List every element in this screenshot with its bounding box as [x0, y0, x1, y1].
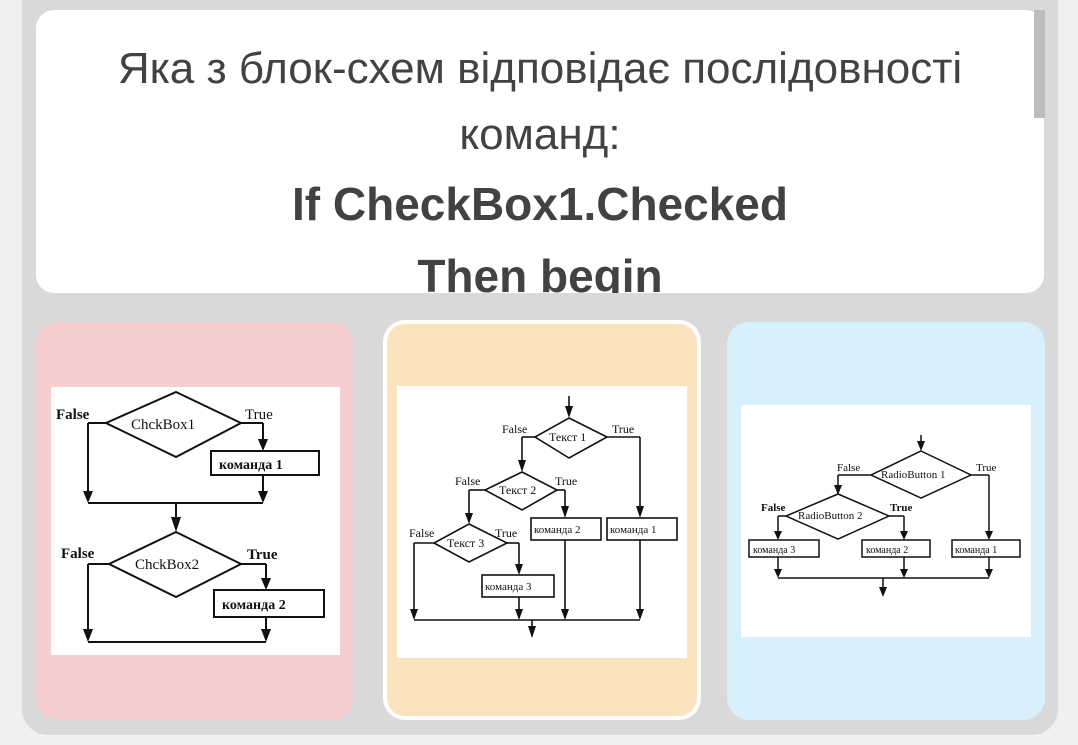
question-text-line1: Яка з блок-схем відповідає послідовності [117, 44, 963, 93]
condition-label: RadioButton 1 [881, 469, 945, 481]
condition-label: Текст 2 [499, 483, 536, 497]
true-label: True [612, 422, 634, 436]
false-label: False [761, 502, 786, 514]
command-label: команда 1 [219, 458, 283, 473]
false-label: False [56, 407, 90, 423]
command-label: команда 2 [534, 524, 580, 536]
command-label: команда 2 [222, 598, 286, 613]
question-code-line2: Then begin [417, 250, 663, 293]
command-label: команда 3 [485, 581, 532, 593]
answer-option-a[interactable]: False True ChckBox1 команда 1 False True… [36, 322, 354, 720]
condition-label: ChckBox1 [131, 417, 195, 433]
question-card: Яка з блок-схем відповідає послідовності… [36, 10, 1044, 293]
condition-label: Текст 3 [447, 536, 484, 550]
condition-label: ChckBox2 [135, 557, 199, 573]
answer-option-b[interactable]: False True Текст 1 False True Текст 2 Fa… [383, 320, 701, 720]
condition-label: RadioButton 2 [798, 510, 862, 522]
true-label: True [890, 502, 913, 514]
false-label: False [455, 474, 480, 488]
false-label: False [61, 546, 95, 562]
flowchart-c: False True RadioButton 1 False True Radi… [748, 435, 1021, 597]
false-label: False [502, 422, 527, 436]
false-label: False [409, 526, 434, 540]
command-label: команда 1 [610, 524, 656, 536]
flowchart-b: False True Текст 1 False True Текст 2 Fa… [409, 396, 678, 638]
true-label: True [245, 407, 273, 423]
flowchart-a: False True ChckBox1 команда 1 False True… [56, 390, 325, 643]
answer-option-c[interactable]: False True RadioButton 1 False True Radi… [727, 322, 1045, 720]
command-label: команда 3 [753, 545, 795, 556]
question-scrollbar[interactable] [1034, 10, 1045, 118]
flowchart-image-c: False True RadioButton 1 False True Radi… [741, 405, 1031, 637]
command-label: команда 2 [866, 545, 908, 556]
question-text-line2: команд: [459, 110, 621, 159]
true-label: True [555, 474, 577, 488]
flowchart-image-a: False True ChckBox1 команда 1 False True… [51, 387, 340, 655]
true-label: True [976, 462, 996, 474]
flowchart-image-b: False True Текст 1 False True Текст 2 Fa… [397, 386, 687, 658]
command-label: команда 1 [955, 545, 997, 556]
true-label: True [247, 547, 278, 563]
condition-label: Текст 1 [549, 430, 586, 444]
question-code-line1: If CheckBox1.Checked [292, 178, 788, 230]
false-label: False [837, 462, 860, 474]
true-label: True [495, 526, 517, 540]
